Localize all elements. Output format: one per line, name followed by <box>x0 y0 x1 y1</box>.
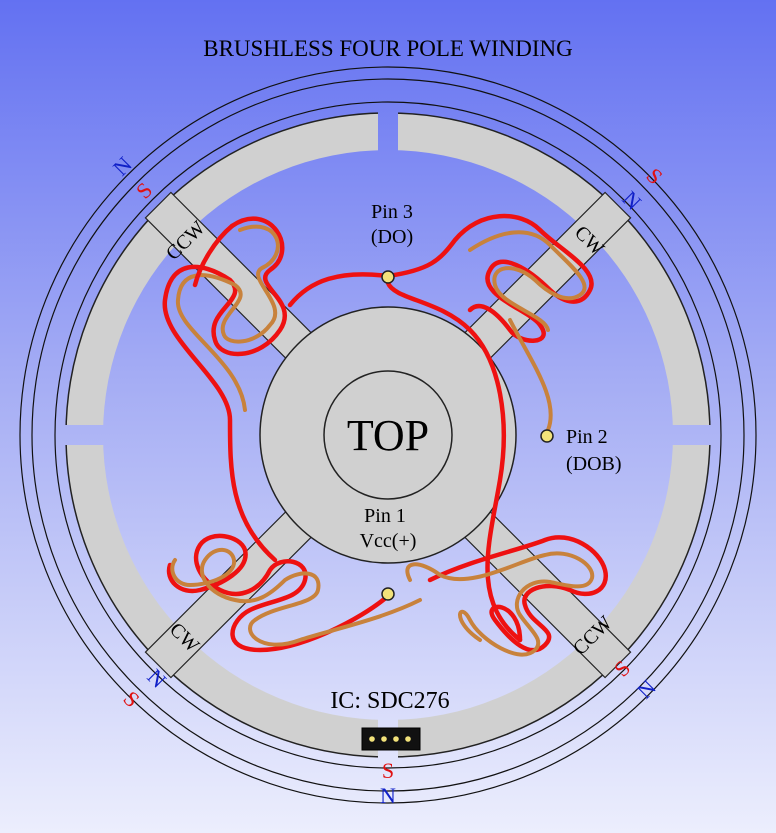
winding-bottom-right-copper <box>405 551 595 657</box>
pin2-name: Pin 2 <box>566 426 608 448</box>
pin3-name: Pin 3 <box>371 201 413 223</box>
pole-s-top-right: S <box>641 163 667 189</box>
pin1-signal: Vcc(+) <box>360 530 417 552</box>
pin-dots <box>381 270 554 601</box>
pole-s-bottom: S <box>382 758 394 783</box>
pole-n-bottom: N <box>380 783 396 808</box>
winding-bottom-left-copper <box>170 547 422 647</box>
ic-label: IC: SDC276 <box>330 688 449 714</box>
pin2-signal: (DOB) <box>566 453 622 475</box>
magnet-rings <box>19 66 757 804</box>
stator-hub <box>259 306 517 564</box>
winding-bottom-right-red <box>427 535 609 653</box>
ic-chip <box>361 727 421 751</box>
winding-top-right-copper <box>468 230 587 432</box>
pin1-name: Pin 1 <box>364 505 406 527</box>
winding-wires <box>162 213 609 657</box>
winding-top-left-red <box>162 216 288 563</box>
pin1-dot <box>381 587 395 601</box>
pole-n-bottom-right: N <box>632 675 661 704</box>
pin3-dot <box>381 270 395 284</box>
pole-n-top-left: N <box>108 152 137 181</box>
winding-bottom-left-red <box>166 533 391 653</box>
pin2-dot <box>540 429 554 443</box>
winding-top-left-copper <box>175 224 280 412</box>
pin3-signal: (DO) <box>371 226 413 248</box>
center-label: TOP <box>347 411 429 460</box>
diagram-title: BRUSHLESS FOUR POLE WINDING <box>203 36 573 61</box>
